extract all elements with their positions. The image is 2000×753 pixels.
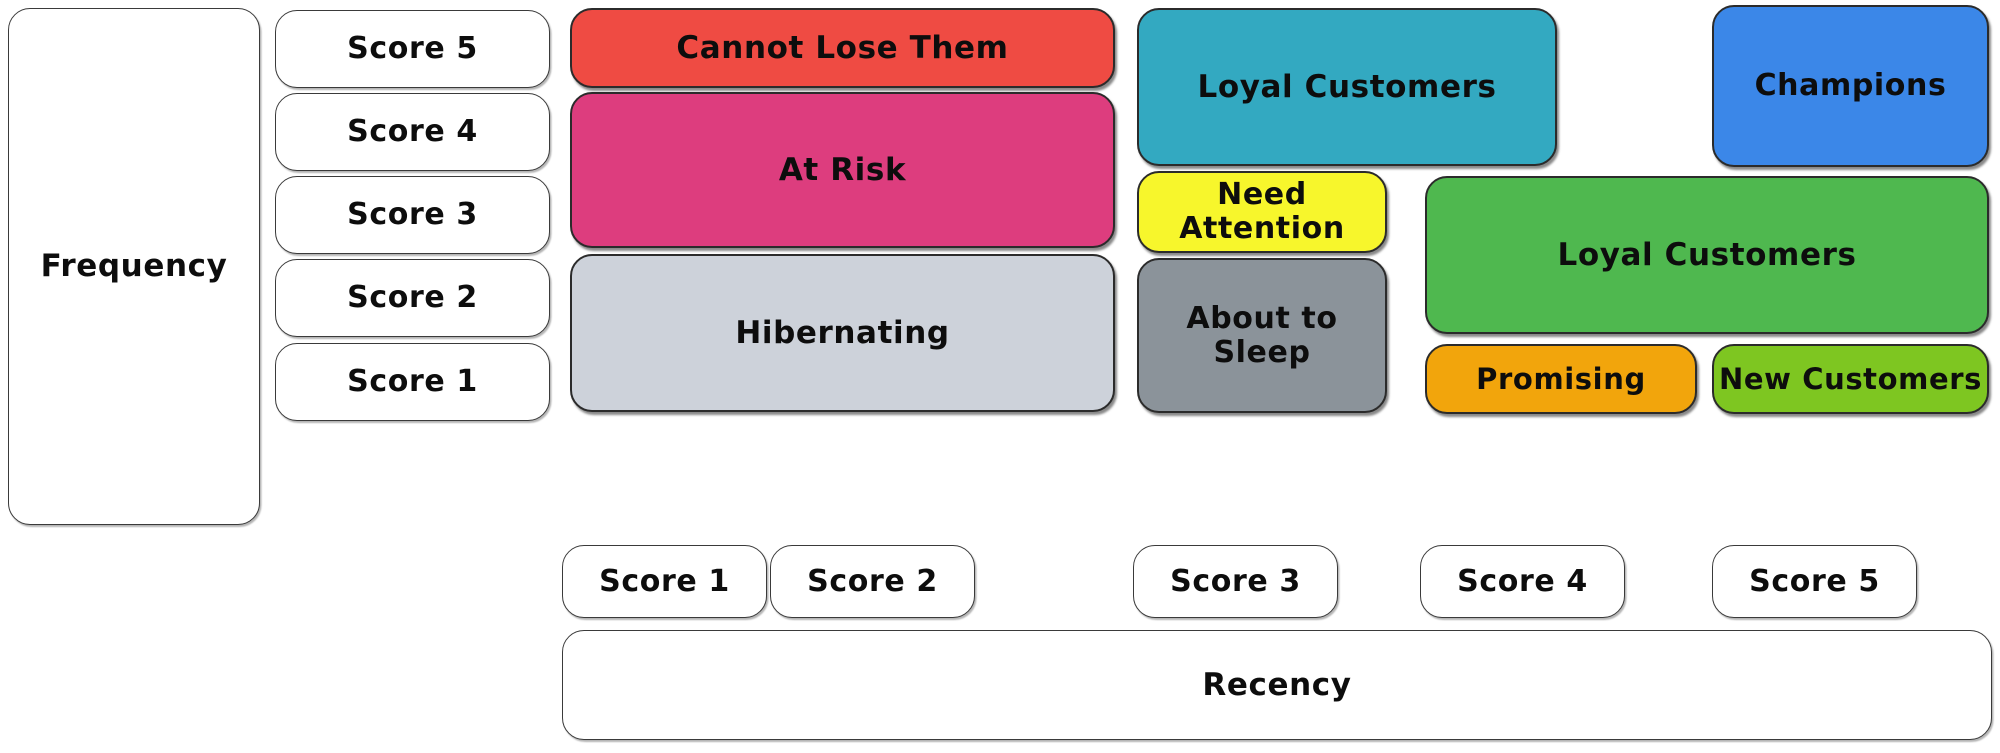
recency-axis-label: Recency — [562, 630, 1992, 740]
segment-loyal-customers-green: Loyal Customers — [1425, 176, 1989, 334]
recency-score-5: Score 5 — [1712, 545, 1917, 618]
segment-new-customers: New Customers — [1712, 344, 1989, 414]
segment-champions: Champions — [1712, 5, 1989, 167]
segment-need-attention: Need Attention — [1137, 171, 1387, 253]
segment-about-to-sleep: About to Sleep — [1137, 258, 1387, 413]
frequency-score-2: Score 2 — [275, 259, 550, 337]
frequency-score-3: Score 3 — [275, 176, 550, 254]
recency-score-4: Score 4 — [1420, 545, 1625, 618]
segment-cannot-lose-them: Cannot Lose Them — [570, 8, 1115, 88]
segment-hibernating: Hibernating — [570, 254, 1115, 412]
recency-score-1: Score 1 — [562, 545, 767, 618]
frequency-score-5: Score 5 — [275, 10, 550, 88]
recency-score-2: Score 2 — [770, 545, 975, 618]
frequency-axis-label: Frequency — [8, 8, 260, 525]
segment-at-risk: At Risk — [570, 92, 1115, 248]
frequency-score-1: Score 1 — [275, 343, 550, 421]
segment-loyal-customers-teal: Loyal Customers — [1137, 8, 1557, 166]
segment-promising: Promising — [1425, 344, 1697, 414]
frequency-score-4: Score 4 — [275, 93, 550, 171]
recency-score-3: Score 3 — [1133, 545, 1338, 618]
